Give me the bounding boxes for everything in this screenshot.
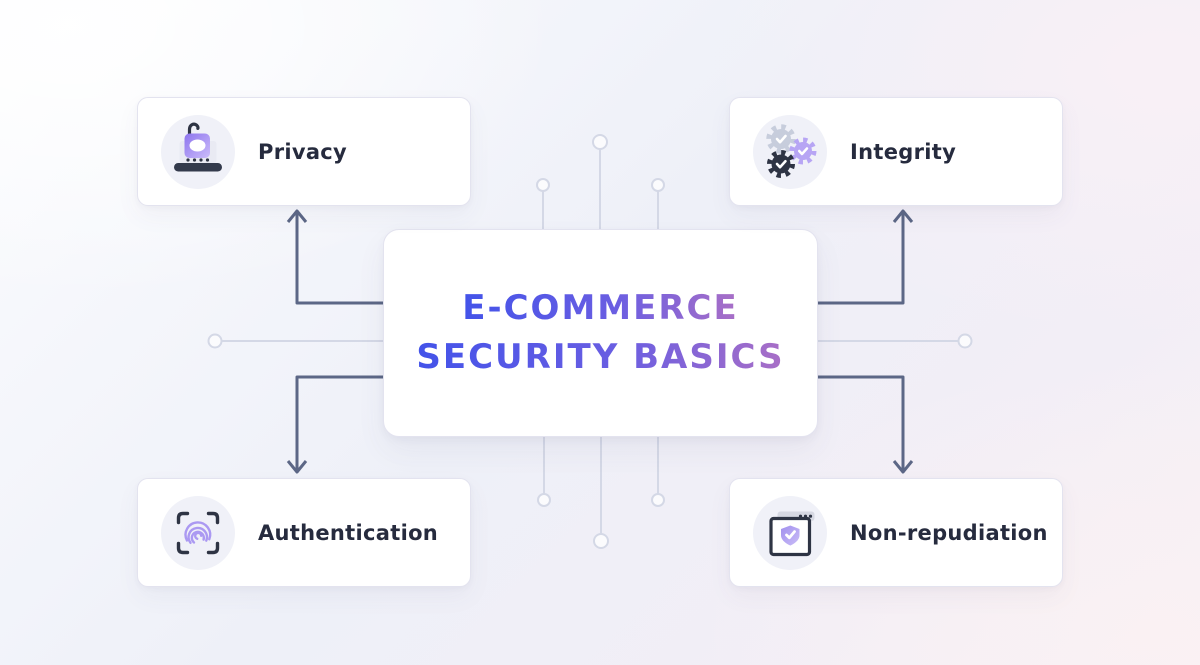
decor-node-circle <box>651 493 665 507</box>
arrow-down-icon <box>892 460 914 474</box>
decor-node-circle <box>592 134 608 150</box>
decor-node-circle <box>536 178 550 192</box>
decor-node-circle <box>207 333 223 349</box>
decor-node-circle <box>537 493 551 507</box>
connector-to-integrity <box>818 211 905 305</box>
card-label-non-repudiation: Non-repudiation <box>850 520 1048 545</box>
gear-gray <box>766 123 796 154</box>
card-privacy: Privacy <box>137 97 471 206</box>
connector-to-authentication <box>295 375 383 472</box>
title-line-1: E-COMMERCE <box>462 288 739 329</box>
fingerprint-scan-icon <box>161 495 235 570</box>
fingerprint-lines <box>184 520 212 544</box>
scan-brackets <box>176 511 220 554</box>
gear-purple <box>789 137 817 164</box>
connector-to-non-repudiation <box>818 375 905 472</box>
decor-node-circle <box>651 178 665 192</box>
center-title-card: E-COMMERCE SECURITY BASICS <box>383 229 818 437</box>
card-label-authentication: Authentication <box>258 520 439 545</box>
arrow-up-icon <box>892 209 914 223</box>
card-non-repudiation: Non-repudiation <box>729 478 1063 587</box>
card-integrity: Integrity <box>729 97 1063 206</box>
laptop-padlock-icon <box>161 114 235 189</box>
decor-node-circle <box>957 333 973 349</box>
card-label-integrity: Integrity <box>850 139 957 164</box>
decor-node-circle <box>593 533 609 549</box>
title-line-2: SECURITY BASICS <box>416 336 785 377</box>
connectors <box>286 209 914 474</box>
arrow-up-icon <box>286 209 308 223</box>
connector-to-privacy <box>295 211 383 305</box>
card-authentication: Authentication <box>137 478 471 587</box>
decor-lines <box>207 134 973 549</box>
gear-dark <box>767 149 795 178</box>
arrow-down-icon <box>286 460 308 474</box>
card-label-privacy: Privacy <box>258 139 348 164</box>
browser-shield-check-icon <box>753 495 827 570</box>
gears-check-icon <box>753 114 827 189</box>
